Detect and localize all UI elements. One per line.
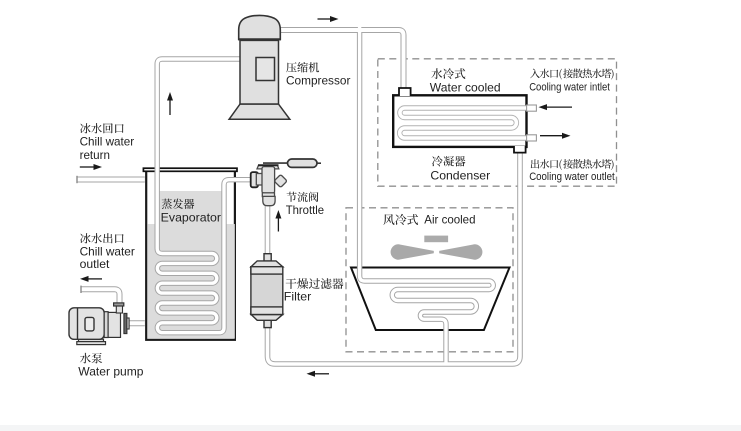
svg-text:Water cooled: Water cooled bbox=[430, 81, 501, 95]
svg-text:Water pump: Water pump bbox=[78, 365, 144, 379]
svg-text:Cooling water intlet: Cooling water intlet bbox=[529, 82, 610, 94]
svg-text:Compressor: Compressor bbox=[286, 74, 350, 88]
svg-text:Throttle: Throttle bbox=[286, 203, 325, 217]
svg-text:outlet: outlet bbox=[80, 257, 110, 271]
svg-text:Filter: Filter bbox=[284, 290, 312, 304]
svg-text:Air cooled: Air cooled bbox=[424, 213, 475, 227]
svg-text:Chill water: Chill water bbox=[80, 135, 135, 149]
svg-text:Evaporator: Evaporator bbox=[161, 211, 221, 225]
svg-text:Condenser: Condenser bbox=[430, 169, 490, 183]
svg-text:return: return bbox=[80, 148, 110, 162]
svg-text:Cooling water outlet: Cooling water outlet bbox=[529, 171, 615, 183]
svg-text:Chill water: Chill water bbox=[80, 245, 135, 259]
